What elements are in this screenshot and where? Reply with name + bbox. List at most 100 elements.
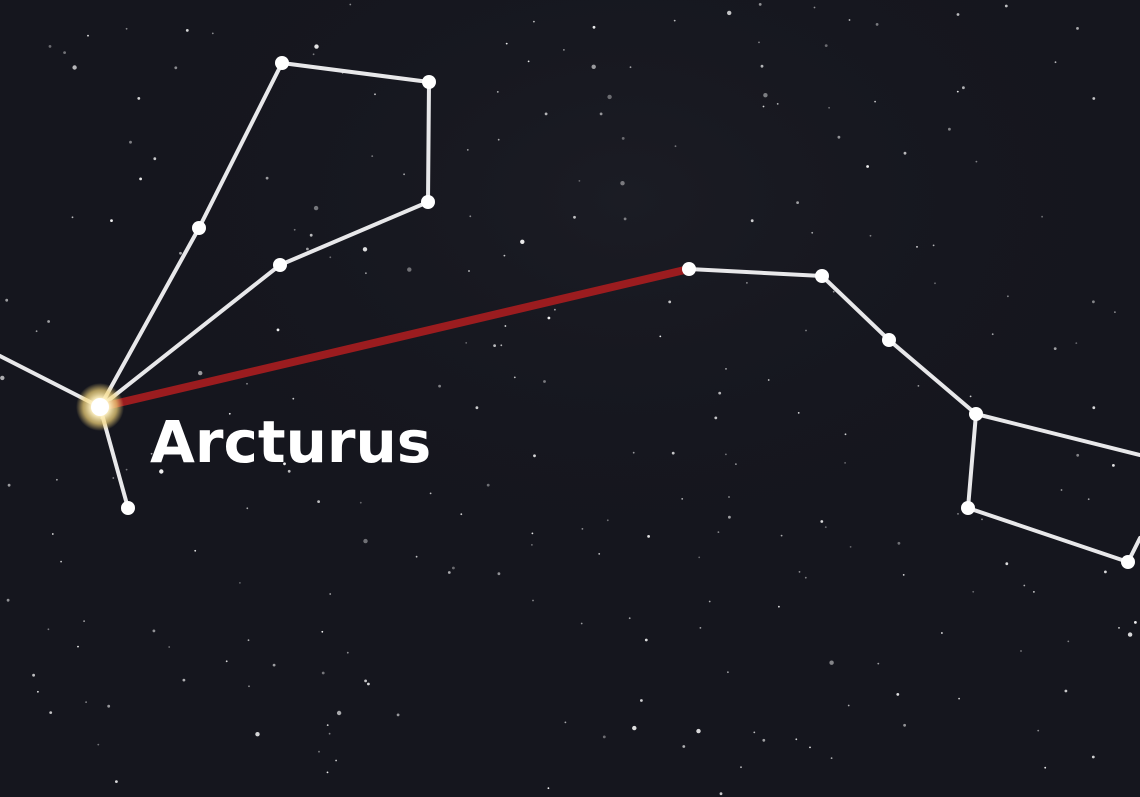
background-star — [452, 566, 455, 570]
background-star — [326, 724, 329, 726]
background-star — [329, 593, 332, 595]
background-star — [179, 251, 182, 255]
background-star — [1091, 755, 1095, 759]
background-star — [329, 256, 332, 259]
background-star — [762, 738, 766, 742]
background-star — [543, 380, 546, 383]
background-star — [1092, 97, 1096, 100]
background-star — [903, 151, 907, 155]
background-star — [246, 507, 249, 510]
background-star — [727, 671, 729, 674]
background-star — [866, 165, 869, 168]
background-star — [598, 553, 601, 555]
background-star — [276, 328, 280, 332]
background-star — [1087, 498, 1090, 501]
background-star — [0, 375, 5, 381]
background-star — [972, 590, 975, 593]
background-star — [35, 330, 38, 333]
background-star — [265, 176, 269, 180]
background-star — [1076, 453, 1080, 457]
background-star — [554, 308, 556, 311]
background-star — [916, 246, 918, 248]
background-star — [1092, 406, 1096, 410]
background-star — [112, 477, 115, 479]
background-star — [465, 342, 468, 344]
background-star — [632, 451, 635, 454]
dipper-line — [887, 338, 978, 416]
background-star — [137, 97, 141, 100]
dipper-line — [687, 267, 824, 278]
background-star — [780, 534, 783, 537]
background-star — [673, 19, 676, 22]
background-star — [795, 738, 798, 741]
background-star — [848, 19, 851, 21]
background-star — [1118, 627, 1120, 629]
background-star — [564, 721, 567, 724]
background-star — [762, 105, 765, 108]
background-star — [527, 60, 530, 63]
background-star — [371, 155, 374, 158]
bootes-line — [426, 80, 431, 204]
background-star — [599, 112, 603, 116]
background-star — [903, 723, 906, 727]
background-star — [578, 180, 581, 182]
background-star — [469, 215, 472, 218]
bootes-line — [280, 61, 431, 84]
background-star — [632, 725, 637, 731]
star — [1121, 555, 1135, 569]
background-star — [750, 219, 754, 223]
background-star — [1060, 489, 1063, 491]
background-star — [475, 406, 479, 410]
background-star — [1127, 632, 1133, 637]
background-star — [211, 32, 214, 35]
background-star — [328, 732, 331, 735]
background-star — [72, 65, 77, 70]
background-star — [309, 233, 313, 237]
background-star — [917, 385, 920, 387]
background-star — [647, 535, 650, 538]
background-star — [941, 632, 943, 634]
background-star — [981, 518, 983, 521]
background-star — [97, 743, 100, 746]
background-star — [874, 100, 876, 103]
background-star — [620, 181, 625, 186]
background-star — [7, 483, 11, 487]
background-star — [71, 216, 74, 219]
background-star — [37, 690, 39, 693]
background-star — [185, 29, 189, 32]
big-dipper-constellation — [687, 267, 1140, 564]
background-star — [1112, 464, 1115, 467]
background-star — [956, 13, 960, 16]
background-star — [248, 685, 250, 688]
background-star — [150, 452, 153, 455]
background-star — [129, 140, 132, 144]
background-star — [740, 766, 742, 769]
background-stars — [0, 3, 1137, 796]
background-star — [493, 344, 496, 347]
background-star — [902, 574, 905, 576]
background-star — [849, 546, 852, 548]
background-star — [725, 453, 727, 456]
background-star — [56, 478, 58, 481]
background-star — [159, 469, 164, 474]
dipper-line — [966, 506, 1130, 564]
background-star — [698, 556, 701, 559]
background-star — [830, 757, 833, 759]
background-star — [531, 544, 533, 546]
background-star — [362, 247, 368, 252]
star — [421, 195, 435, 209]
background-star — [811, 231, 814, 234]
background-star — [847, 704, 850, 707]
background-star — [581, 528, 584, 530]
background-star — [429, 492, 432, 495]
background-star — [607, 94, 612, 100]
background-star — [346, 651, 349, 654]
background-star — [758, 41, 760, 44]
background-star — [321, 630, 324, 633]
background-star — [63, 51, 66, 54]
star — [275, 56, 289, 70]
background-star — [969, 395, 972, 398]
arcturus-star — [91, 398, 109, 416]
background-star — [746, 282, 748, 284]
background-star — [714, 416, 718, 420]
